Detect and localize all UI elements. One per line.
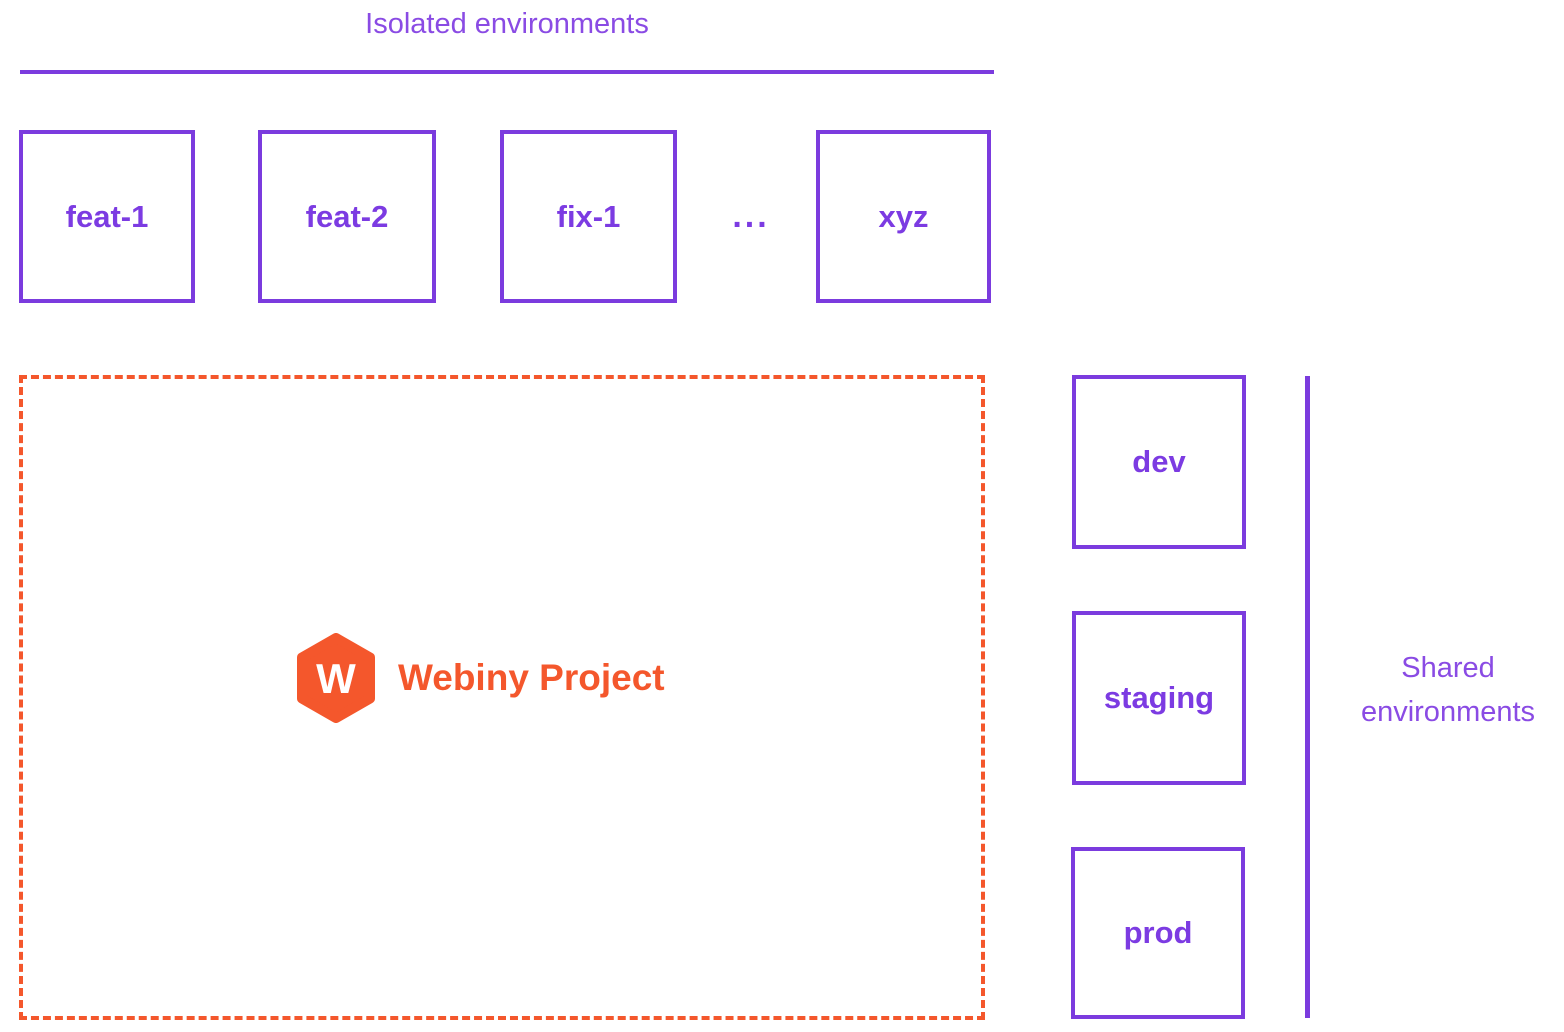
env-box-dev-label: dev [1132, 444, 1186, 479]
shared-environments-title: Shared environments [1360, 652, 1536, 728]
env-box-feat-1-label: feat-1 [65, 198, 149, 234]
webiny-project-dashed-box [19, 375, 985, 1020]
env-box-prod: prod [1071, 847, 1245, 1019]
webiny-hexagon-logo-icon: W [297, 633, 375, 723]
env-box-fix-1: fix-1 [500, 130, 677, 303]
env-box-staging-label: staging [1103, 680, 1215, 715]
env-box-dev: dev [1072, 375, 1246, 549]
webiny-logo-letter: W [316, 655, 356, 702]
shared-environments-divider [1305, 376, 1310, 1018]
env-box-staging: staging [1072, 611, 1246, 785]
env-box-feat-2-label: feat-2 [305, 198, 389, 234]
ellipsis-more-environments: ... [732, 197, 770, 235]
env-box-xyz: xyz [816, 130, 991, 303]
env-box-feat-2: feat-2 [258, 130, 436, 303]
env-box-xyz-label: xyz [878, 198, 929, 234]
webiny-project-brand: W Webiny Project [297, 633, 665, 723]
isolated-environments-title: Isolated environments [365, 8, 649, 40]
env-box-fix-1-label: fix-1 [556, 198, 621, 234]
isolated-environments-underline [20, 70, 994, 74]
webiny-project-label: Webiny Project [398, 657, 665, 698]
env-box-feat-1: feat-1 [19, 130, 195, 303]
env-box-prod-label: prod [1123, 915, 1193, 950]
